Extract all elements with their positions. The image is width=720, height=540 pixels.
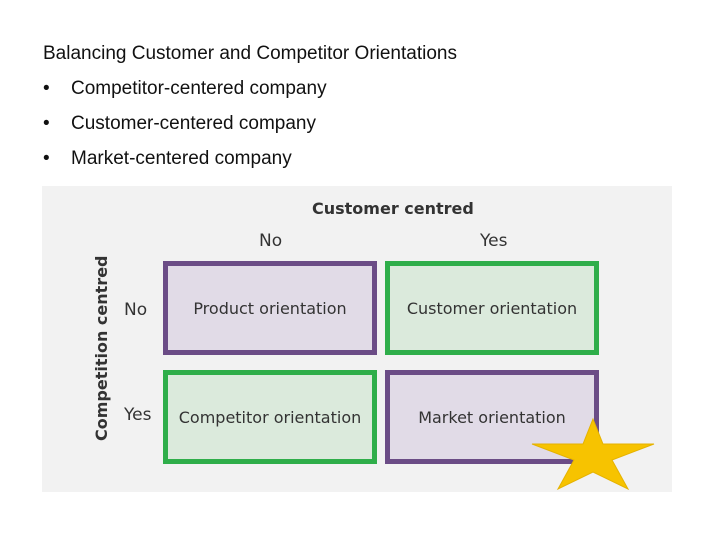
cell-customer-orientation: Customer orientation [385, 261, 599, 355]
top-axis-label: Customer centred [312, 199, 474, 218]
row-header-yes: Yes [124, 405, 152, 425]
slide-title: Balancing Customer and Competitor Orient… [43, 43, 457, 64]
cell-competitor-orientation: Competitor orientation [163, 370, 377, 464]
cell-product-orientation: Product orientation [163, 261, 377, 355]
orientation-matrix: Customer centred No Yes Competition cent… [42, 186, 672, 492]
left-axis-label: Competition centred [92, 255, 111, 442]
bullet-item: Customer-centered company [43, 106, 457, 141]
slide-text: Balancing Customer and Competitor Orient… [43, 36, 457, 176]
column-header-no: No [259, 231, 283, 251]
star-icon [531, 417, 655, 491]
row-header-no: No [124, 300, 148, 320]
bullet-item: Competitor-centered company [43, 71, 457, 106]
bullet-item: Market-centered company [43, 141, 457, 176]
cell-market-orientation: Market orientation [385, 370, 599, 464]
column-header-yes: Yes [480, 231, 508, 251]
